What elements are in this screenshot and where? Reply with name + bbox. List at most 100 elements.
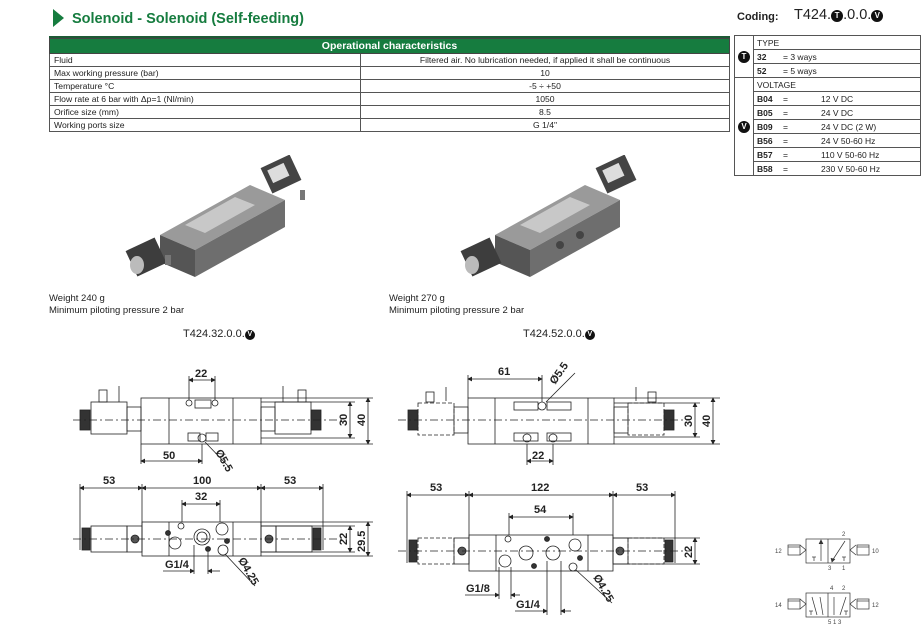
table-row: Max working pressure (bar)10 (49, 66, 730, 80)
type-row: 52 = 5 ways (735, 63, 921, 78)
voltage-eq: = (783, 135, 788, 146)
dim-label: 29.5 (356, 531, 368, 552)
voltage-code: B04 (757, 93, 773, 104)
row-label: Flow rate at 6 bar with Δp=1 (Nl/min) (49, 92, 361, 106)
voltage-code: B57 (757, 149, 773, 160)
product-notes-3way: Weight 240 g Minimum piloting pressure 2… (49, 293, 184, 317)
code-mid: .0.0. (843, 7, 872, 23)
voltage-row: B05 = 24 V DC (735, 105, 921, 120)
symbol-5-2-way-icon (787, 592, 870, 618)
port-label: 12 (775, 549, 782, 555)
row-value: -5 ÷ +50 (360, 79, 730, 93)
pneumatic-symbols: 12 10 2 3 1 14 12 4 2 5 1 3 (775, 532, 879, 626)
type-eq: = (783, 51, 788, 62)
type-code: 32 (757, 51, 767, 62)
dim-label: 22 (338, 533, 350, 545)
min-pressure-text: Minimum piloting pressure 2 bar (389, 305, 525, 316)
row-value: 1050 (360, 92, 730, 106)
voltage-header: VOLTAGE (753, 77, 921, 92)
port-label: 5 1 3 (828, 620, 842, 626)
voltage-eq: = (783, 121, 788, 132)
type-code: 52 (757, 65, 767, 76)
drawing-5way-side: 61 22 Ø5.5 30 40 (398, 360, 720, 465)
port-label: 2 (842, 532, 846, 538)
section-title: Solenoid - Solenoid (Self-feeding) (72, 11, 304, 27)
drawing-3way-top: 53 100 53 32 G1/4 Ø4.25 22 29.5 (73, 475, 373, 588)
coding-code: T424.T.0.0.V (794, 7, 884, 23)
title-divider (49, 36, 730, 38)
dim-label: 40 (701, 415, 713, 427)
min-pressure-text: Minimum piloting pressure 2 bar (49, 305, 185, 316)
type-desc: 3 ways (790, 51, 817, 62)
port-label: 3 (828, 566, 832, 572)
voltage-badge-icon: V (738, 120, 750, 133)
dim-label: 61 (498, 366, 510, 378)
dim-label: 53 (430, 482, 442, 494)
product-notes-5way: Weight 270 g Minimum piloting pressure 2… (389, 293, 524, 317)
row-label: Orifice size (mm) (49, 105, 361, 119)
row-value: G 1/4" (360, 118, 730, 132)
port-label: 2 (842, 586, 846, 592)
dim-label: 54 (534, 504, 547, 516)
dim-label: 22 (532, 450, 544, 462)
product-photo-3way (125, 155, 320, 280)
weight-text: Weight 270 g (389, 293, 445, 304)
dim-label: Ø4.25 (235, 556, 260, 588)
symbol-3-2-way-icon (787, 538, 870, 564)
part-number-3way: T424.32.0.0.V (183, 328, 255, 340)
dim-label: 40 (356, 414, 368, 426)
dim-label: G1/4 (165, 559, 190, 571)
voltage-row: B04=12 V DC (735, 91, 921, 106)
voltage-code: B05 (757, 107, 773, 118)
voltage-desc: 230 V 50-60 Hz (821, 163, 881, 174)
voltage-desc: 24 V DC (821, 107, 854, 118)
port-label: 4 (830, 586, 834, 592)
row-label: Fluid (49, 53, 361, 67)
row-value: 10 (360, 66, 730, 80)
product-photo-5way (460, 155, 655, 280)
port-label: 14 (775, 603, 782, 609)
voltage-row: B09=24 V DC (2 W) (735, 119, 921, 134)
coding-table: T TYPE 32 = 3 ways 52 = 5 ways V VOLTAGE B… (734, 35, 921, 176)
type-desc: 5 ways (790, 65, 817, 76)
table-row: Orifice size (mm)8.5 (49, 105, 730, 119)
dim-label: 30 (683, 415, 695, 427)
voltage-desc: 24 V DC (2 W) (821, 121, 877, 132)
port-label: 10 (872, 549, 879, 555)
voltage-row: B56=24 V 50-60 Hz (735, 133, 921, 148)
voltage-eq: = (783, 93, 788, 104)
type-eq: = (783, 65, 788, 76)
row-label: Temperature °C (49, 79, 361, 93)
voltage-badge-icon: V (871, 10, 884, 22)
row-value: 8.5 (360, 105, 730, 119)
type-badge-icon: T (738, 50, 750, 63)
voltage-badge-icon: V (584, 330, 595, 340)
dim-label: 53 (636, 482, 648, 494)
coding-label: Coding: (737, 11, 779, 23)
voltage-eq: = (783, 149, 788, 160)
dim-label: 50 (163, 450, 175, 462)
type-badge-icon: T (831, 10, 844, 22)
weight-text: Weight 240 g (49, 293, 105, 304)
dim-label: 53 (284, 475, 296, 487)
dim-label: G1/8 (466, 583, 490, 595)
dim-label: G1/4 (516, 599, 541, 611)
type-row: 32 = 3 ways (735, 49, 921, 64)
valve-photo-icon (125, 155, 305, 277)
dim-label: 30 (338, 414, 350, 426)
voltage-eq: = (783, 107, 788, 118)
voltage-badge-icon: V (244, 330, 255, 340)
voltage-header-row: V VOLTAGE (734, 77, 921, 176)
row-label: Max working pressure (bar) (49, 66, 361, 80)
drawing-5way-top: 53 122 53 54 G1/8 G1/4 Ø4.25 22 (398, 482, 700, 615)
port-label: 12 (872, 603, 879, 609)
voltage-desc: 24 V 50-60 Hz (821, 135, 876, 146)
type-header-row: T TYPE (734, 35, 921, 78)
section-arrow-icon (53, 9, 64, 27)
voltage-eq: = (783, 163, 788, 174)
dim-label: 22 (195, 368, 207, 380)
table-row: Temperature °C-5 ÷ +50 (49, 79, 730, 93)
